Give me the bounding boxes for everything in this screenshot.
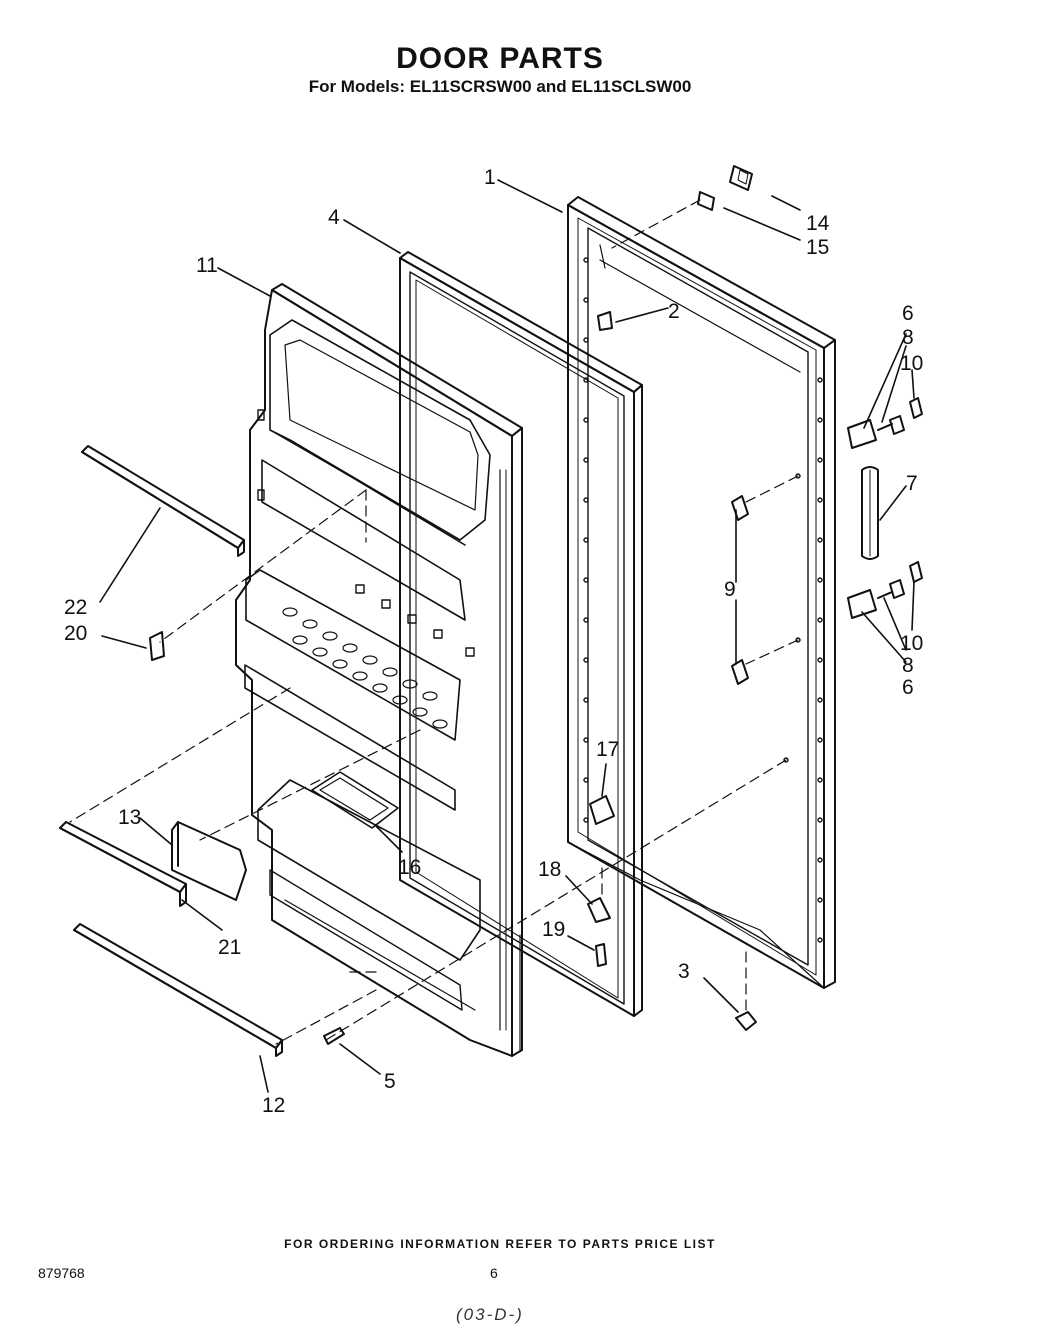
- callout-4: 4: [328, 206, 340, 229]
- cap-14-15: [697, 165, 753, 211]
- screw-19: [595, 943, 607, 967]
- callout-21: 21: [218, 936, 241, 959]
- callout-3: 3: [678, 960, 690, 983]
- callout-8-upper: 8: [902, 326, 914, 349]
- shelf-bar-22: [81, 445, 245, 557]
- callout-10-upper: 10: [900, 352, 923, 375]
- callout-5: 5: [384, 1070, 396, 1093]
- callout-17: 17: [596, 738, 619, 761]
- handwritten-note: (03-D-): [456, 1305, 524, 1324]
- shelf-bar-12: [73, 923, 283, 1057]
- callout-22: 22: [64, 596, 87, 619]
- callout-8-lower: 8: [902, 654, 914, 677]
- callout-6-lower: 6: [902, 676, 914, 699]
- callout-6-upper: 6: [902, 302, 914, 325]
- callout-7: 7: [906, 472, 918, 495]
- callout-16: 16: [398, 856, 421, 879]
- bracket-18: [587, 897, 611, 923]
- bracket-17: [589, 795, 615, 825]
- foot-3: [735, 1011, 757, 1031]
- hinge-upper-6-8-10: [847, 397, 923, 449]
- callout-18: 18: [538, 858, 561, 881]
- hinge-lower-6-8-10: [847, 561, 923, 619]
- callout-19: 19: [542, 918, 565, 941]
- callout-2: 2: [668, 300, 680, 323]
- callout-9: 9: [724, 578, 736, 601]
- callout-20: 20: [64, 622, 87, 645]
- callout-11: 11: [196, 254, 218, 277]
- models-subtitle: For Models: EL11SCRSW00 and EL11SCLSW00: [308, 77, 692, 96]
- shelf-bar-21: [59, 821, 187, 907]
- page-title: DOOR PARTS: [396, 42, 604, 75]
- callout-15: 15: [806, 236, 829, 259]
- handle-7: [861, 466, 879, 560]
- page-number: 6: [490, 1265, 498, 1281]
- outer-door-panel: [567, 196, 836, 989]
- callout-13: 13: [118, 806, 141, 829]
- inner-door-liner: [235, 283, 523, 1057]
- ordering-note: FOR ORDERING INFORMATION REFER TO PARTS …: [284, 1237, 716, 1251]
- screw-5: [323, 1027, 345, 1045]
- retainer-13: [171, 821, 247, 901]
- clip-20: [149, 631, 165, 661]
- callout-10-lower: 10: [900, 632, 923, 655]
- door-gasket: [399, 251, 643, 1051]
- callout-12: 12: [262, 1094, 285, 1117]
- document-number: 879768: [38, 1265, 85, 1281]
- callout-14: 14: [806, 212, 830, 235]
- callout-1: 1: [484, 166, 496, 189]
- plug-2: [597, 311, 613, 331]
